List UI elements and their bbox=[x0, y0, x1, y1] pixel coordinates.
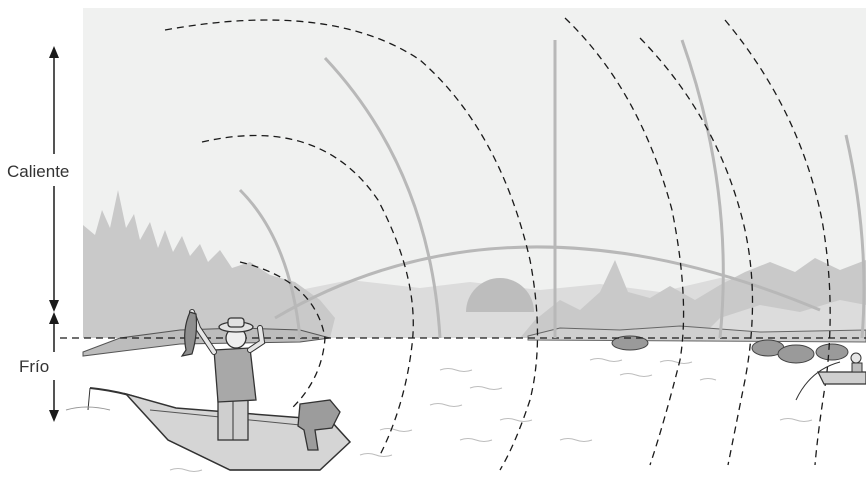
fisherman-figure bbox=[214, 348, 256, 402]
arrowhead-up bbox=[49, 46, 59, 58]
temperature-scale bbox=[49, 46, 59, 422]
cold-label: Frío bbox=[19, 357, 49, 376]
warm-label: Caliente bbox=[7, 162, 69, 181]
rock-icon bbox=[778, 345, 814, 363]
arrowhead-down bbox=[49, 300, 59, 312]
rock-icon bbox=[816, 344, 848, 360]
arrowhead-up bbox=[49, 312, 59, 324]
arrowhead-down bbox=[49, 410, 59, 422]
